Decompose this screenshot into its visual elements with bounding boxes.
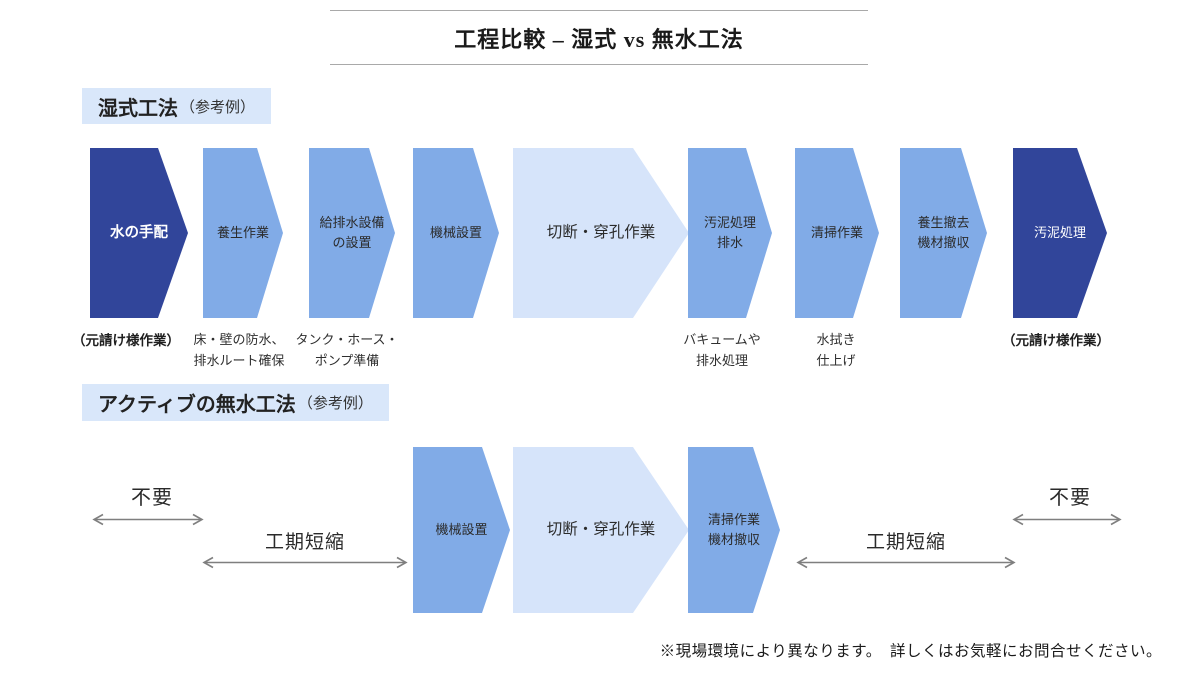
step-note-contractor-right: （元請け様作業）	[1002, 333, 1110, 348]
step-label: 切断・穿孔作業	[546, 520, 656, 538]
step-label: 養生撤去 機材撤収	[917, 214, 970, 250]
double-arrow-icon-left-shorten	[201, 556, 409, 574]
skip-label-left: 不要	[131, 487, 173, 509]
disclaimer-note: ※現場環境により異なります。 詳しくはお気軽にお問合せください。	[659, 643, 1162, 660]
step-label: 汚泥処理 排水	[703, 214, 756, 250]
step-label: 汚泥処理	[1033, 224, 1086, 240]
step-label: 清掃作業	[810, 224, 863, 240]
step-arrow-machine-setup-dry: 機械設置	[413, 447, 510, 613]
dry-method-label-suffix: （参考例）	[297, 396, 373, 412]
step-note-wiping: 水拭き 仕上げ	[816, 332, 856, 368]
step-label: 清掃作業 機材撤収	[707, 511, 760, 547]
step-arrow-cleaning-removal-dry: 清掃作業 機材撤収	[688, 447, 780, 613]
step-note-plumbing: タンク・ホース・ ポンプ準備	[295, 332, 399, 368]
step-label: 切断・穿孔作業	[546, 223, 656, 241]
double-arrow-icon-right-skip	[1011, 513, 1123, 531]
step-arrow-curing-work: 養生作業	[203, 148, 283, 318]
step-arrow-sludge-disposal: 汚泥処理	[1013, 148, 1107, 318]
step-note-contractor-left: （元請け様作業）	[72, 333, 180, 348]
step-label: 機械設置	[435, 521, 488, 537]
dry-method-label: アクティブの無水工法	[98, 394, 296, 416]
step-arrow-cleaning-work: 清掃作業	[795, 148, 879, 318]
step-label: 養生作業	[216, 224, 269, 240]
step-arrow-cutting-drilling-dry: 切断・穿孔作業	[513, 447, 689, 613]
wet-method-flow-row: 水の手配 養生作業 給排水設備 の設置 機械設置 切断・穿孔作業 汚泥処理 排水…	[0, 148, 1200, 318]
shorten-label-left: 工期短縮	[264, 532, 346, 553]
step-arrow-removal: 養生撤去 機材撤収	[900, 148, 987, 318]
double-arrow-icon-right-shorten	[795, 556, 1017, 574]
skip-label-right: 不要	[1049, 487, 1091, 509]
shorten-label-right: 工期短縮	[865, 532, 947, 553]
step-arrow-plumbing-setup: 給排水設備 の設置	[309, 148, 395, 318]
step-arrow-water-arrangement: 水の手配	[90, 148, 188, 318]
step-arrow-sludge-drainage: 汚泥処理 排水	[688, 148, 772, 318]
double-arrow-icon-left-skip	[91, 513, 205, 531]
wet-method-label: 湿式工法	[98, 97, 178, 120]
step-label: 機械設置	[429, 224, 482, 240]
page-title: 工程比較 – 湿式 vs 無水工法	[454, 26, 744, 52]
step-arrow-cutting-drilling: 切断・穿孔作業	[513, 148, 689, 318]
dry-method-flow-row: 機械設置 切断・穿孔作業 清掃作業 機材撤収	[0, 447, 1200, 613]
step-note-vacuum: バキュームや 排水処理	[683, 332, 761, 368]
step-label: 水の手配	[110, 224, 168, 241]
dry-method-section-label: アクティブの無水工法 （参考例）	[82, 384, 389, 421]
wet-method-section-label: 湿式工法 （参考例）	[82, 88, 272, 124]
wet-method-label-suffix: （参考例）	[180, 99, 256, 116]
step-label: 給排水設備 の設置	[319, 214, 385, 250]
step-arrow-machine-setup: 機械設置	[413, 148, 499, 318]
step-note-curing: 床・壁の防水、 排水ルート確保	[193, 332, 285, 368]
page-title-block: 工程比較 – 湿式 vs 無水工法	[330, 10, 868, 65]
